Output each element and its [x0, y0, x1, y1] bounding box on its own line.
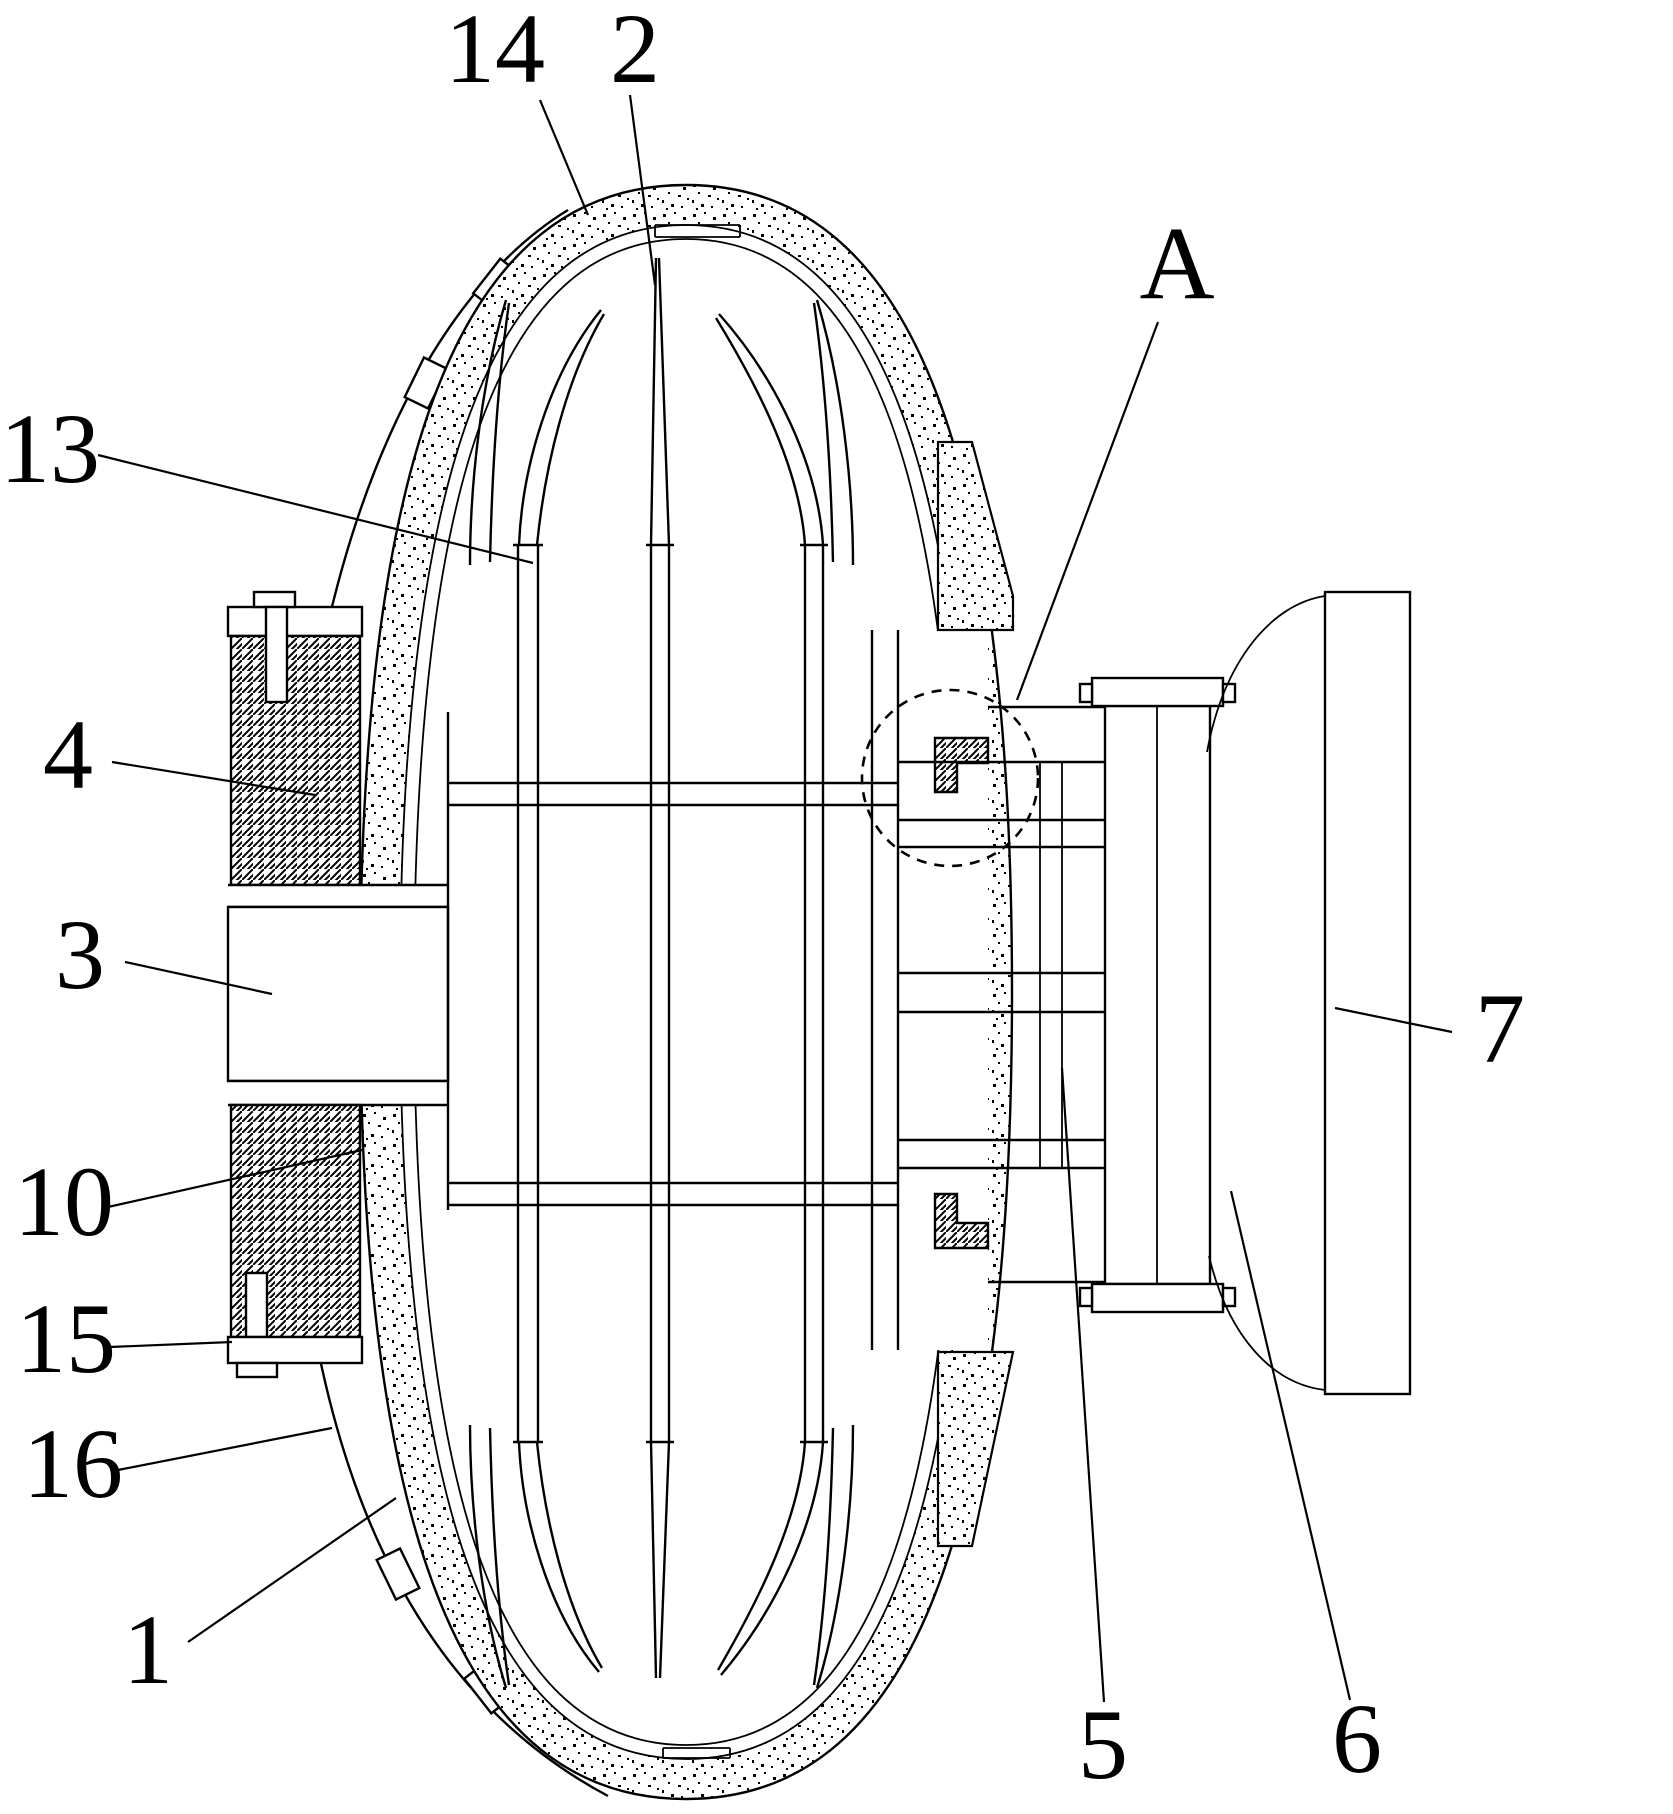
part-label-1: 1 [123, 1594, 173, 1705]
leader-2 [628, 94, 657, 286]
bottom-bolt-shaft [244, 1271, 269, 1339]
part-label-7: 7 [1475, 973, 1525, 1084]
leader-A [1015, 321, 1160, 701]
column-top-cap [1090, 676, 1225, 708]
part-label-15: 15 [16, 1283, 116, 1394]
part-label-13: 13 [0, 393, 100, 504]
column-bottom-cap [1090, 1282, 1225, 1314]
drive-column [1078, 676, 1237, 1314]
leader-7 [1334, 1006, 1453, 1034]
upper-clamp-pad [229, 634, 362, 887]
part-label-10: 10 [14, 1146, 114, 1257]
part-label-6: 6 [1332, 1683, 1382, 1794]
clamp-top-cap [226, 605, 364, 638]
leader-16 [117, 1426, 333, 1472]
leader-14 [538, 99, 590, 216]
leader-10 [107, 1148, 363, 1209]
part-label-5: 5 [1078, 1689, 1128, 1800]
shell-connector-opening [870, 440, 1015, 1548]
part-label-4: 4 [43, 699, 93, 810]
internal-lattice [446, 257, 898, 1689]
lower-mount-wedge [936, 1350, 1015, 1548]
lower-seat-block [933, 1192, 990, 1250]
leader-4 [111, 760, 316, 797]
leader-13 [97, 453, 534, 565]
inner-liner [413, 224, 959, 1759]
bottom-bolt-head [235, 1361, 279, 1379]
back-plate [1323, 590, 1412, 1396]
drive-shaft-neck [898, 705, 1105, 1284]
left-clamp-assembly [226, 590, 450, 1379]
clamp-base-block [226, 905, 450, 1083]
top-bolt-head [252, 590, 297, 609]
clamp-bottom-cap [226, 1335, 364, 1365]
leader-15 [109, 1340, 233, 1349]
leader-lines [97, 94, 1453, 1703]
part-label-3: 3 [55, 899, 105, 1010]
top-spikes [468, 257, 855, 566]
leader-1 [187, 1497, 397, 1643]
detail-circle-A [860, 688, 1040, 868]
part-label-2: 2 [610, 0, 660, 104]
leader-5 [1060, 1067, 1106, 1703]
leader-3 [124, 960, 273, 996]
part-label-A: A [1139, 206, 1214, 321]
fan-shroud [1206, 590, 1412, 1396]
top-bolt-shaft [264, 605, 289, 704]
bottom-spikes [468, 1424, 855, 1689]
upper-mount-wedge [936, 440, 1015, 632]
part-label-16: 16 [23, 1408, 123, 1519]
part-labels: 14 2 A 13 4 3 10 15 16 1 5 6 7 [0, 0, 1525, 1800]
part-label-14: 14 [445, 0, 545, 104]
leader-6 [1229, 1190, 1352, 1701]
